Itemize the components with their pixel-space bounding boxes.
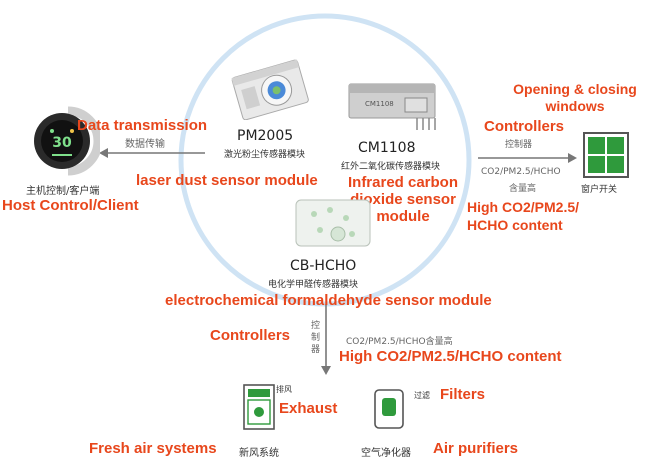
host-label-en: Host Control/Client (2, 197, 139, 214)
data-transmission-label-en: Data transmission (77, 117, 208, 134)
pm2005-model: PM2005 (237, 128, 294, 144)
purifier-cn: 空气净化器 (361, 448, 411, 459)
filters-en: Filters (440, 386, 486, 403)
window-controllers-en: Controllers (484, 118, 565, 135)
host-label-cn: 主机控制/客户端 (26, 186, 100, 197)
svg-text:CM1108: CM1108 (365, 100, 394, 108)
window-cond-cn-2: 含量高 (509, 184, 537, 194)
cm1108-model: CM1108 (358, 140, 416, 156)
window-icon (583, 132, 629, 178)
host-device-icon: 30 (34, 106, 100, 176)
filters-cn: 过滤 (414, 391, 430, 400)
window-control-cn: 控制器 (505, 140, 533, 150)
pm2005-sensor-icon (231, 59, 309, 120)
fresh-air-en: Fresh air systems (89, 440, 217, 457)
window-control-arrow (478, 153, 577, 163)
window-cond-en: High CO2/PM2.5/ HCHO content (467, 199, 580, 233)
cbhcho-en: electrochemical formaldehyde sensor modu… (165, 292, 492, 309)
data-transmission-label-cn: 数据传输 (125, 139, 165, 150)
bottom-controllers-en: Controllers (210, 327, 291, 344)
cbhcho-model: CB-HCHO (290, 258, 357, 274)
cm1108-sensor-icon: CM1108 (348, 83, 436, 130)
air-purifier-icon (374, 389, 404, 429)
exhaust-en: Exhaust (279, 400, 338, 417)
cm1108-cn: 红外二氧化碳传感器模块 (341, 162, 441, 172)
window-label-cn: 窗户开关 (581, 185, 618, 195)
fresh-air-unit-icon (243, 384, 275, 430)
exhaust-cn: 排风 (276, 385, 292, 394)
cm1108-en: Infrared carbon dioxide sensor module (347, 174, 459, 225)
data-transmission-arrow (99, 148, 205, 158)
cbhcho-sensor-icon (295, 199, 371, 247)
pm2005-en: laser dust sensor module (136, 172, 318, 189)
window-title-en: Opening & closing windows (513, 81, 637, 114)
down-control-arrow (321, 304, 331, 375)
svg-text:30: 30 (52, 135, 72, 151)
bottom-cond-en: High CO2/PM2.5/HCHO content (339, 348, 562, 365)
window-cond-cn-1: CO2/PM2.5/HCHO (481, 167, 561, 177)
purifier-en: Air purifiers (433, 440, 519, 457)
bottom-control-cn: 控制器 (311, 321, 321, 355)
cbhcho-cn: 电化学甲醛传感器模块 (268, 280, 359, 290)
fresh-air-cn: 新风系统 (239, 448, 279, 459)
pm2005-cn: 激光粉尘传感器模块 (224, 150, 306, 160)
bottom-cond-cn: CO2/PM2.5/HCHO含量高 (346, 337, 453, 347)
